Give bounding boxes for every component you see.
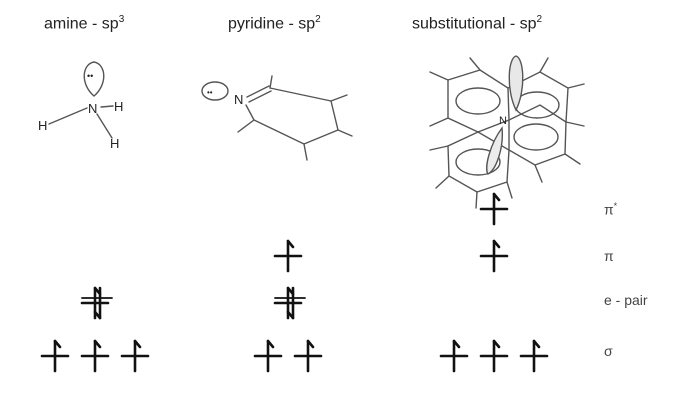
substitutional-n-label: N: [499, 115, 507, 127]
header-substitutional: substitutional - sp2: [412, 14, 543, 33]
substitutional-sigma-electron: [519, 339, 549, 373]
amine-sigma-electron: [120, 339, 150, 373]
substitutional-sigma-electron: [439, 339, 469, 373]
pyridine-pi-electron: [273, 239, 303, 273]
amine-n-label: N: [88, 101, 97, 116]
level-label-sigma: σ: [604, 343, 613, 359]
pyridine-sigma-electron: [253, 339, 283, 373]
pi-ring-4: [455, 148, 501, 176]
level-label-pi: π: [604, 248, 614, 264]
level-label-e-pair: e - pair: [604, 292, 648, 308]
amine-lone-pair-dots: ••: [87, 71, 93, 81]
pyridine-sigma-electron: [293, 339, 323, 373]
header-pyridine: pyridine - sp2: [228, 14, 321, 33]
substitutional-sigma-electron: [479, 339, 509, 373]
amine-molecule: [48, 61, 114, 139]
amine-bond-h-bottom: [96, 113, 113, 139]
pyridine-lone-pair-lobe: [201, 81, 229, 101]
substitutional-molecule: [429, 55, 585, 209]
substitutional-pi-star-electron: [479, 192, 509, 226]
amine-sigma-electron: [40, 339, 70, 373]
amine-e-pair-electron: [80, 286, 113, 320]
amine-h-left-label: H: [38, 118, 47, 133]
amine-bond-h-right: [100, 105, 114, 108]
pi-ring-1: [455, 87, 501, 115]
pyridine-e-pair-electron: [273, 286, 306, 320]
amine-h-right-label: H: [114, 99, 123, 114]
pz-lobe-upper: [508, 55, 524, 112]
pyridine-n-label: N: [234, 92, 243, 107]
amine-sigma-electron: [80, 339, 110, 373]
pyridine-molecule: [201, 75, 353, 161]
substitutional-pi-electron: [479, 239, 509, 273]
amine-h-bottom-label: H: [110, 136, 119, 151]
level-label-pi-star: π*: [604, 201, 618, 218]
header-amine: amine - sp3: [44, 14, 125, 33]
pz-lobe-lower: [486, 126, 504, 175]
electron-levels: [40, 192, 549, 373]
amine-bond-h-left: [48, 107, 88, 125]
pyridine-lone-pair-dots: ••: [207, 88, 213, 97]
amine-lone-pair-lobe: [83, 61, 105, 97]
pi-ring-3: [513, 123, 559, 151]
